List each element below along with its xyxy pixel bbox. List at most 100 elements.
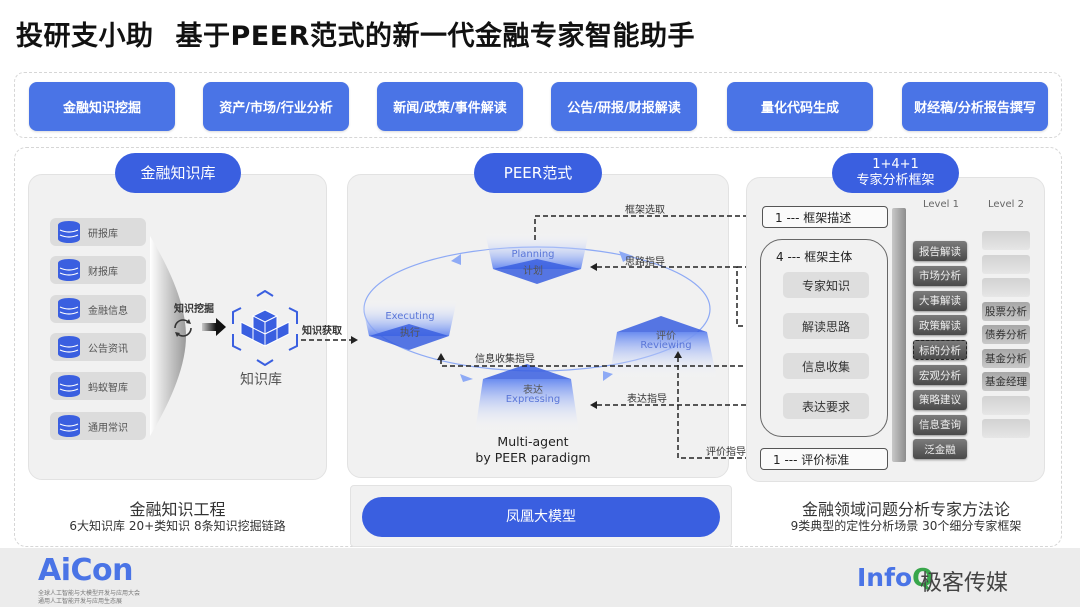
cycle-arrow	[460, 374, 473, 382]
level1-item: 信息查询	[913, 414, 967, 435]
level2-item	[982, 419, 1030, 438]
aicon-logo: AiCon	[38, 553, 134, 588]
executing-node	[361, 299, 457, 350]
planning-node	[485, 232, 589, 284]
cycle-arrow	[619, 251, 633, 262]
model-button[interactable]: 凤凰大模型	[362, 497, 720, 537]
database-label: 公告资讯	[88, 343, 128, 355]
level1-item: 大事解读	[913, 290, 967, 311]
peer-header: PEER范式	[474, 153, 602, 193]
refresh-cycle-icon	[174, 319, 192, 337]
capability-button[interactable]: 公告/研报/财报解读	[551, 82, 697, 131]
arrow-right-icon	[202, 318, 226, 336]
database-icon	[58, 259, 80, 281]
review-guide-label: 评价指导	[706, 447, 746, 458]
executing-en: Executing	[385, 311, 435, 322]
planning-en: Planning	[511, 249, 555, 260]
framework-header-line1: 1+4+1	[872, 157, 919, 173]
mining-label: 知识挖掘	[174, 304, 214, 315]
knowledge-base-header: 金融知识库	[115, 153, 241, 193]
capability-button[interactable]: 金融知识挖掘	[29, 82, 175, 131]
idea-guide-label: 思路指导	[625, 257, 665, 268]
aicon-sub2: 通用人工智能开发与应用生态展	[38, 598, 123, 605]
infoq-logo-text: Info	[857, 563, 913, 592]
infoq-logo: InfoQ	[857, 563, 933, 592]
database-item: 蚂蚁智库	[50, 372, 146, 400]
capability-button[interactable]: 新闻/政策/事件解读	[377, 82, 523, 131]
framework-bracket	[892, 208, 906, 462]
capability-button[interactable]: 财经稿/分析报告撰写	[902, 82, 1048, 131]
level1-item: 宏观分析	[913, 365, 967, 385]
database-label: 金融信息	[88, 305, 128, 317]
infoq-logo-q: Q	[912, 563, 934, 592]
framework-body-box	[760, 239, 888, 437]
database-icon	[58, 221, 80, 243]
database-label: 研报库	[88, 228, 118, 240]
knowledge-base-label: 知识库	[240, 372, 282, 388]
product-name: 投研支小助	[16, 21, 154, 52]
level1-item: 泛金融	[913, 439, 967, 460]
acquire-label: 知识获取	[302, 326, 342, 337]
level1-item: 标的分析	[913, 340, 967, 361]
database-icon	[58, 336, 80, 358]
database-item: 研报库	[50, 218, 146, 246]
database-item: 公告资讯	[50, 333, 146, 361]
framework-body-item: 信息收集	[783, 353, 869, 379]
database-icon	[58, 298, 80, 320]
geek-media-label: 极客传媒	[920, 571, 1009, 596]
peer-caption-line2: by PEER paradigm	[475, 450, 591, 465]
framework-body-item: 专家知识	[783, 272, 869, 298]
info-guide-label: 信息收集指导	[475, 354, 535, 365]
framework-body-item: 表达要求	[783, 393, 869, 419]
level1-item: 报告解读	[913, 241, 967, 261]
express-guide-label: 表达指导	[627, 394, 667, 405]
aicon-sub1: 全球人工智能与大模型开发与应用大会	[38, 590, 141, 597]
funnel-shape	[150, 236, 186, 436]
database-icon	[58, 375, 80, 397]
expressing-node	[475, 364, 579, 432]
page-title: 投研支小助基于PEER范式的新一代金融专家智能助手	[16, 14, 695, 53]
expressing-cn: 表达	[523, 385, 543, 396]
level2-item	[982, 395, 1030, 415]
frame-select-label: 框架选取	[625, 205, 665, 216]
evaluation-criteria-box: 1 --- 评价标准	[760, 448, 888, 470]
level2-item: 债券分析	[982, 325, 1030, 344]
peer-caption-line1: Multi-agent	[497, 434, 569, 449]
framework-body-title: 4 --- 框架主体	[776, 250, 853, 264]
database-label: 通用常识	[88, 422, 128, 434]
framework-body-item: 解读思路	[783, 313, 869, 339]
level2-item: 股票分析	[982, 301, 1030, 321]
framework-description-box: 1 --- 框架描述	[762, 206, 888, 228]
reviewing-cn: 评价	[656, 331, 676, 342]
database-item: 财报库	[50, 256, 146, 284]
knowledge-caption: 金融知识工程	[129, 500, 226, 519]
database-icon	[58, 415, 80, 437]
framework-caption: 金融领域问题分析专家方法论	[801, 500, 1010, 519]
level2-item: 基金经理	[982, 372, 1030, 391]
cycle-arrow	[603, 371, 613, 381]
level2-item	[982, 278, 1030, 297]
planning-cn: 计划	[523, 266, 543, 277]
level2-header: Level 2	[988, 199, 1024, 210]
framework-header: 1+4+1 专家分析框架	[832, 153, 959, 193]
level1-item: 市场分析	[913, 265, 967, 286]
expressing-en: Expressing	[505, 394, 561, 405]
framework-header-line2: 专家分析框架	[856, 173, 935, 188]
executing-cn: 执行	[400, 328, 420, 339]
level1-header: Level 1	[923, 199, 959, 210]
footer	[0, 548, 1080, 607]
capability-button[interactable]: 资产/市场/行业分析	[203, 82, 349, 131]
peer-cycle-diagram	[361, 232, 717, 432]
reviewing-en: Reviewing	[640, 340, 692, 351]
knowledge-caption-sub: 6大知识库 20+类知识 8条知识挖掘链路	[69, 519, 286, 533]
level2-item	[982, 254, 1030, 274]
product-subtitle: 基于PEER范式的新一代金融专家智能助手	[175, 21, 695, 52]
cycle-arrow	[451, 254, 461, 265]
knowledge-cube-icon	[232, 290, 298, 366]
database-item: 金融信息	[50, 295, 146, 323]
database-label: 财报库	[88, 266, 118, 278]
level2-item: 基金分析	[982, 348, 1030, 368]
capability-button[interactable]: 量化代码生成	[727, 82, 873, 131]
level2-item	[982, 231, 1030, 250]
level1-item: 政策解读	[913, 315, 967, 336]
